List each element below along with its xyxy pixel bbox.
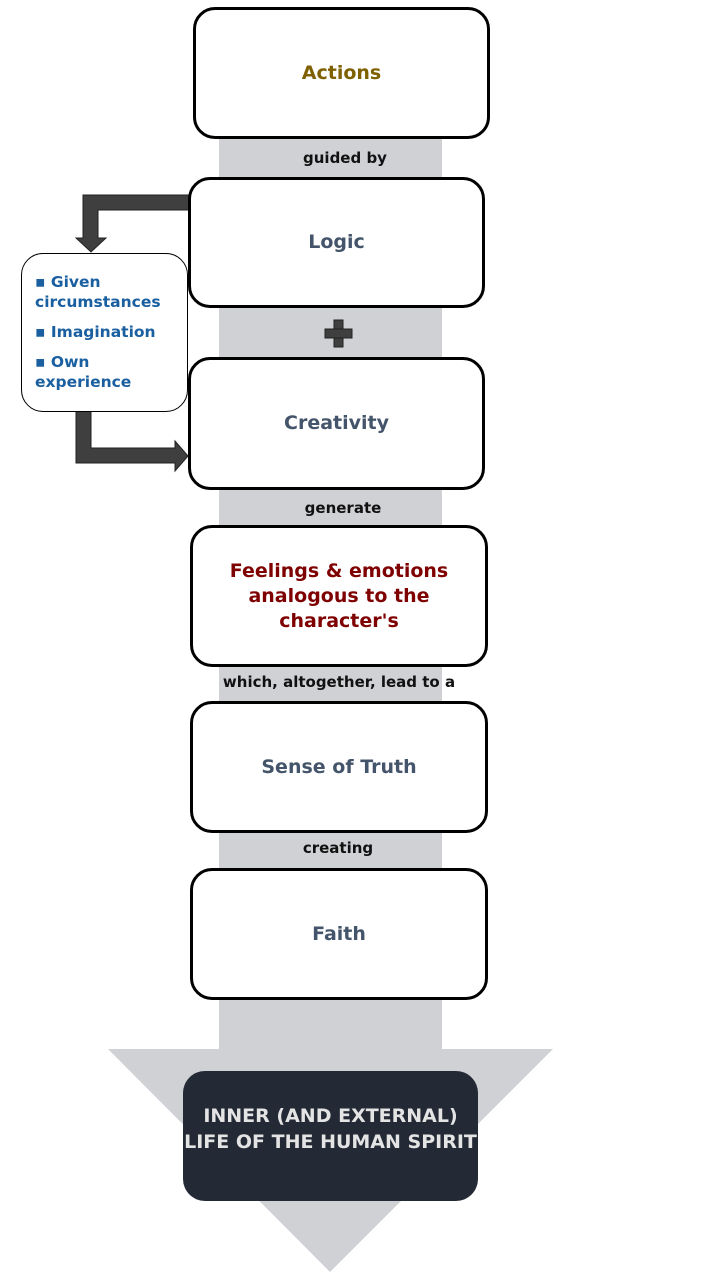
side-item: ▪ Given circumstances xyxy=(35,273,161,311)
step-sense-of-truth: Sense of Truth xyxy=(190,701,488,833)
result-box: INNER (AND EXTERNAL) LIFE OF THE HUMAN S… xyxy=(183,1071,478,1201)
step-creativity: Creativity xyxy=(188,357,485,490)
step-actions: Actions xyxy=(193,7,490,139)
step-faith: Faith xyxy=(190,868,488,1000)
connector-lead-to: which, altogether, lead to a xyxy=(222,673,456,691)
connector-creating: creating xyxy=(302,839,374,857)
step-feelings: Feelings & emotions analogous to the cha… xyxy=(190,525,488,667)
side-box-sources: ▪ Given circumstances ▪ Imagination ▪ Ow… xyxy=(21,253,188,412)
connector-generate: generate xyxy=(304,499,382,517)
connector-guided-by: guided by xyxy=(303,149,387,167)
side-item: ▪ Imagination xyxy=(35,323,156,341)
plus-icon xyxy=(324,319,353,348)
side-item: ▪ Own experience xyxy=(35,353,132,391)
logic-to-side-arrow xyxy=(74,194,191,253)
step-logic: Logic xyxy=(188,177,485,308)
side-to-creativity-arrow xyxy=(75,410,189,473)
